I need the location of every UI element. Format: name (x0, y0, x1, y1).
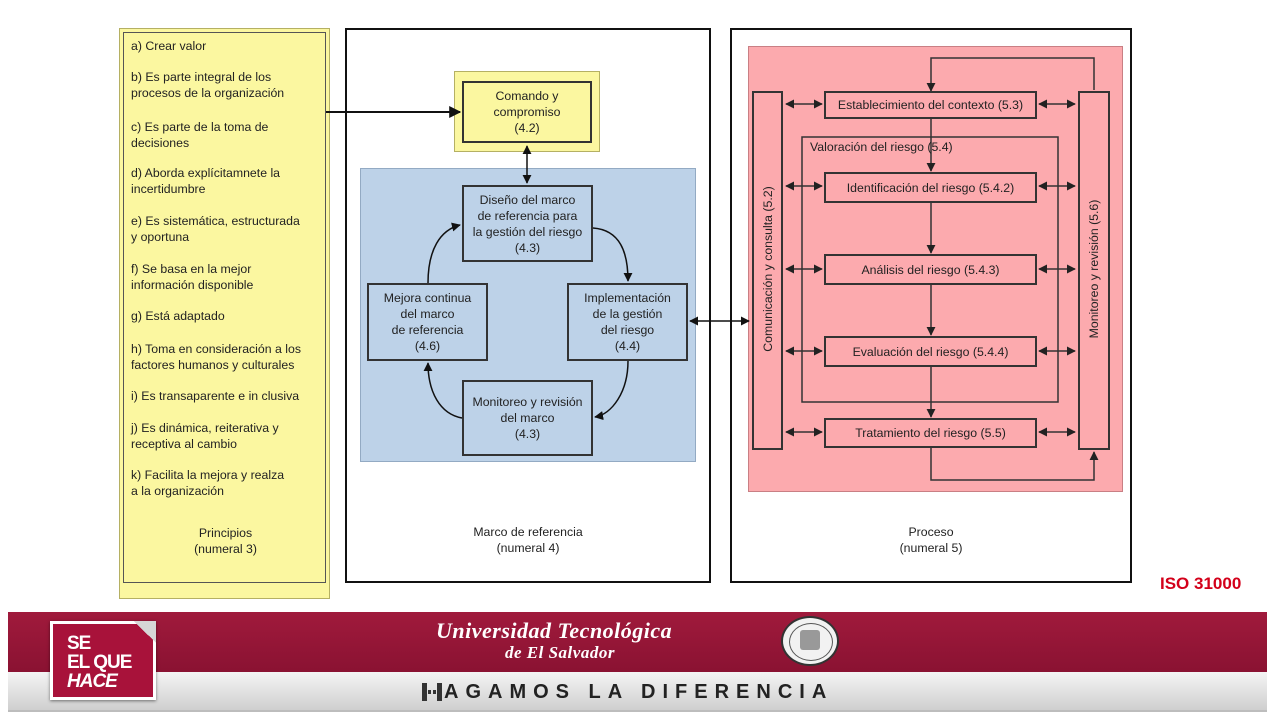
evaluacion-box: Evaluación del riesgo (5.4.4) (824, 336, 1037, 367)
principio-item: b) Es parte integral de los procesos de l… (131, 69, 323, 101)
principio-item-line: c) Es parte de la toma de (131, 120, 269, 134)
principio-item: j) Es dinámica, reiterativa y receptiva a… (131, 420, 323, 452)
h-logo-icon (422, 683, 442, 701)
principio-item: a) Crear valor (131, 38, 323, 54)
principio-item: g) Está adaptado (131, 308, 323, 324)
marco-title-line1: Marco de referencia (473, 525, 583, 539)
principio-item: e) Es sistemática, estructurada y oportun… (131, 213, 323, 245)
principio-item-line: a) Crear valor (131, 39, 207, 53)
principios-panel: a) Crear valor b) Es parte integral de lo… (119, 28, 330, 599)
footer-band (8, 612, 1267, 672)
tratamiento-label: Tratamiento del riesgo (5.5) (855, 426, 1006, 440)
principio-item-line: i) Es transaparente e in clusiva (131, 389, 300, 403)
seal-ring (789, 623, 833, 661)
implementacion-label: Implementación de la gestión del riesgo … (584, 291, 671, 353)
principio-item: i) Es transaparente e in clusiva (131, 388, 323, 404)
logo-line3: HACE (67, 671, 118, 692)
monitoreo-marco-label: Monitoreo y revisión del marco (4.3) (472, 395, 583, 441)
marco-title: Marco de referencia (numeral 4) (347, 524, 709, 556)
principios-title: Principios (numeral 3) (120, 525, 331, 557)
logo-line2: EL QUE (67, 652, 132, 673)
seal-core (800, 630, 820, 650)
principio-item-line: incertidumbre (131, 182, 206, 196)
principios-title-line1: Principios (198, 526, 253, 540)
principio-item-line: procesos de la organización (131, 86, 285, 100)
diseno-box: Diseño del marco de referencia para la g… (462, 185, 593, 262)
iso-label: ISO 31000 (1160, 574, 1242, 593)
implementacion-box: Implementación de la gestión del riesgo … (567, 283, 688, 361)
principio-item: d) Aborda explícitamnete la incertidumbre (131, 165, 323, 197)
principio-item-line: a la organización (131, 484, 224, 498)
slogan: AGAMOS LA DIFERENCIA (444, 681, 834, 703)
principio-item-line: j) Es dinámica, reiterativa y (131, 421, 279, 435)
identificacion-box: Identificación del riesgo (5.4.2) (824, 172, 1037, 203)
principio-item-line: g) Está adaptado (131, 309, 225, 323)
diseno-label: Diseño del marco de referencia para la g… (472, 192, 583, 255)
principio-item-line: k) Facilita la mejora y realza (131, 468, 285, 482)
principio-item-line: decisiones (131, 136, 190, 150)
principio-item-line: factores humanos y culturales (131, 358, 295, 372)
analisis-box: Análisis del riesgo (5.4.3) (824, 254, 1037, 285)
university-seal-icon (781, 616, 839, 666)
principio-item-line: e) Es sistemática, estructurada (131, 214, 300, 228)
monitoreo-revision-column (1078, 91, 1110, 450)
comando-box: Comando y compromiso (4.2) (462, 81, 592, 143)
principio-item-line: d) Aborda explícitamnete la (131, 166, 281, 180)
tratamiento-box: Tratamiento del riesgo (5.5) (824, 418, 1037, 448)
proceso-title: Proceso (numeral 5) (732, 524, 1130, 556)
valoracion-label: Valoración del riesgo (5.4) (810, 140, 953, 154)
mejora-box: Mejora continua del marco de referencia … (367, 283, 488, 361)
evaluacion-label: Evaluación del riesgo (5.4.4) (852, 344, 1009, 359)
principio-item: c) Es parte de la toma de decisiones (131, 119, 323, 151)
proceso-title-line1: Proceso (908, 525, 954, 539)
contexto-box: Establecimiento del contexto (5.3) (824, 91, 1037, 119)
principio-item-line: información disponible (131, 278, 254, 292)
marco-title-line2: (numeral 4) (496, 541, 560, 555)
principios-inner-frame (123, 32, 326, 583)
logo-line1: SE (67, 633, 91, 654)
principio-item-line: y oportuna (131, 230, 190, 244)
footer-slogan-band (8, 672, 1267, 712)
university-name-line2: de El Salvador (505, 643, 615, 662)
principio-item: h) Toma en consideración a los factores h… (131, 341, 323, 373)
principio-item-line: f) Se basa en la mejor (131, 262, 252, 276)
monitoreo-marco-box: Monitoreo y revisión del marco (4.3) (462, 380, 593, 456)
analisis-label: Análisis del riesgo (5.4.3) (861, 262, 1000, 277)
principio-item: k) Facilita la mejora y realza a la organ… (131, 467, 323, 499)
proceso-title-line2: (numeral 5) (899, 541, 963, 555)
logo-corner (134, 621, 156, 643)
comunicacion-column (752, 91, 783, 450)
principios-title-line2: (numeral 3) (194, 542, 257, 556)
mejora-label: Mejora continua del marco de referencia … (383, 291, 472, 353)
comando-label: Comando y compromiso (4.2) (493, 89, 561, 135)
principio-item-line: h) Toma en consideración a los (131, 342, 301, 356)
principio-item: f) Se basa en la mejor información dispon… (131, 261, 323, 293)
principio-item-line: b) Es parte integral de los (131, 70, 272, 84)
university-name-line1: Universidad Tecnológica (436, 618, 673, 643)
identificacion-label: Identificación del riesgo (5.4.2) (846, 180, 1015, 195)
principio-item-line: receptiva al cambio (131, 437, 237, 451)
contexto-label: Establecimiento del contexto (5.3) (837, 98, 1024, 112)
se-el-que-hace-logo: SE EL QUE HACE (50, 621, 156, 700)
